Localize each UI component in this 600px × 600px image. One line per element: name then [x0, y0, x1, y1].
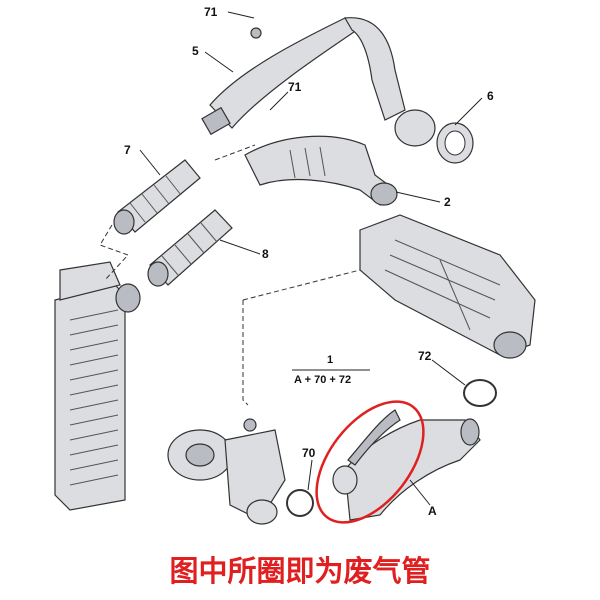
pipe-2	[244, 135, 398, 206]
hose-8	[147, 209, 233, 287]
callout-7: 7	[124, 143, 131, 157]
callout-72: 72	[418, 349, 432, 363]
parts-diagram: 71 5 71 6 7 2 8 72 70 A 1 A + 70 + 72	[54, 5, 536, 525]
clamp-70	[286, 489, 314, 517]
callout-2: 2	[444, 195, 451, 209]
callout-8: 8	[262, 247, 269, 261]
assembly-part-number: 1	[327, 354, 333, 366]
callout-71-mid: 71	[288, 80, 302, 94]
callout-71-top: 71	[204, 5, 218, 19]
intercooler	[54, 261, 141, 511]
highlight-circle	[315, 400, 425, 524]
leader-lines	[139, 11, 483, 506]
callout-5: 5	[192, 44, 199, 58]
assembly-formula: A + 70 + 72	[294, 374, 351, 386]
turbocharger	[167, 418, 286, 525]
hose-7	[113, 159, 201, 235]
callout-70: 70	[302, 446, 316, 460]
caption: 图中所圈即为废气管	[169, 554, 431, 588]
clamp-72	[463, 379, 497, 407]
assembly-lines	[99, 144, 361, 406]
exhaust-pipe-A	[332, 409, 481, 521]
intake-manifold	[359, 214, 536, 359]
ring-6	[394, 109, 474, 164]
callout-6: 6	[487, 89, 494, 103]
pipe-5	[201, 17, 406, 136]
callout-A: A	[428, 504, 437, 518]
